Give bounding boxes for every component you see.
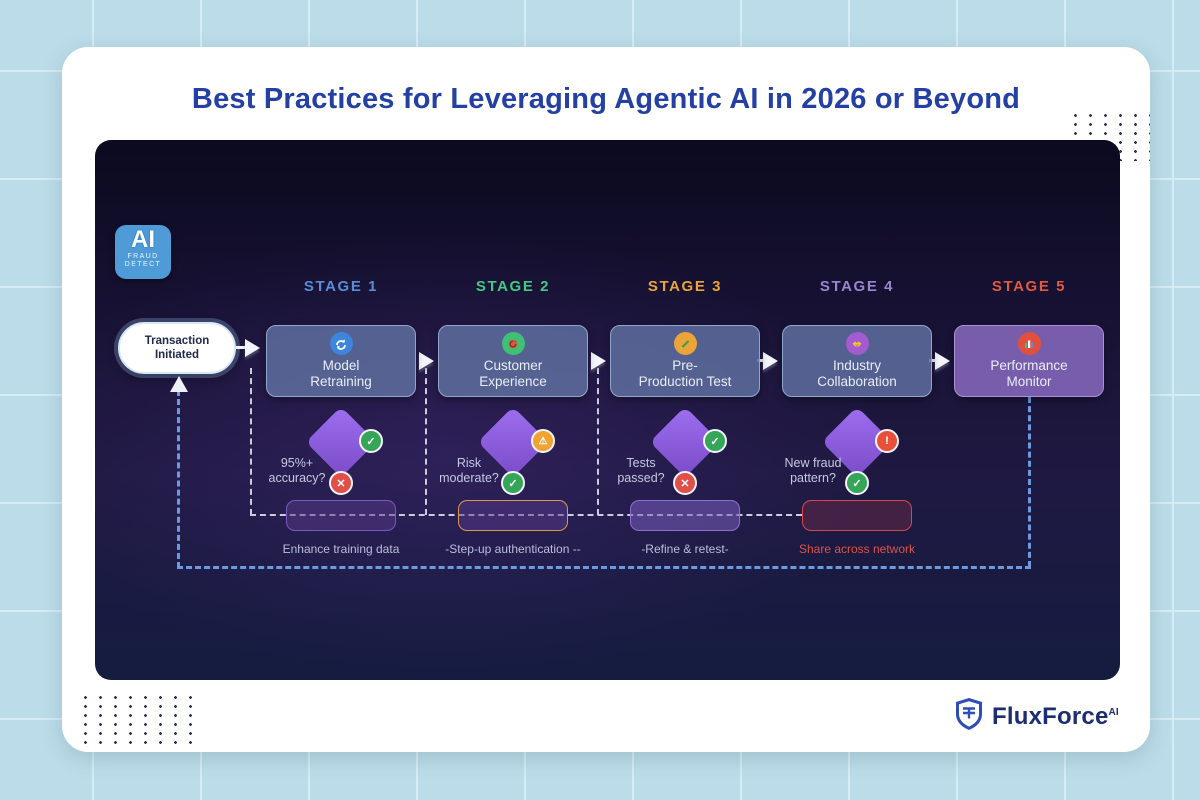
stage2-question-line2: moderate?	[439, 471, 499, 485]
flow-arrow-stem	[757, 359, 767, 362]
stage2-column: STAGE 2 Customer Experience Risk moderat…	[427, 140, 599, 680]
feedback-loop-dash-bottom	[177, 566, 1031, 569]
cross-icon: ✕	[329, 471, 353, 495]
stage2-action-box	[458, 500, 568, 531]
stage1-label: STAGE 1	[303, 278, 379, 295]
stage2-box-line2: Experience	[479, 374, 547, 389]
stage4-question-line2: pattern?	[790, 471, 836, 485]
stage5-label: STAGE 5	[991, 278, 1067, 295]
stage2-action-label: -Step-up authentication --	[445, 542, 581, 556]
dot-pattern-bottom-left	[78, 693, 200, 745]
stage4-label: STAGE 4	[819, 278, 895, 295]
start-node-transaction-initiated: Transaction Initiated	[118, 322, 236, 374]
stage3-action-label: -Refine & retest-	[641, 542, 729, 556]
no-path-dash-vertical-2	[425, 368, 427, 515]
flow-arrow-stem	[929, 359, 939, 362]
stage3-decision-question: Tests passed?	[581, 456, 701, 486]
stage1-box-line2: Retraining	[310, 374, 372, 389]
stage3-question-line2: passed?	[617, 471, 665, 485]
stage1-decision-question: 95%+ accuracy?	[237, 456, 357, 486]
page-title: Best Practices for Leveraging Agentic AI…	[191, 83, 1021, 115]
stage3-question-line1: Tests	[626, 456, 656, 470]
stage3-label: STAGE 3	[647, 278, 723, 295]
stage1-action-box	[286, 500, 396, 531]
flow-arrow-stem	[236, 346, 248, 349]
logo-text: FluxForceAI	[992, 703, 1119, 731]
cross-icon: ✕	[673, 471, 697, 495]
stage1-question-line2: accuracy?	[268, 471, 326, 485]
no-path-dash-vertical-3	[597, 368, 599, 515]
bar-chart-icon	[1017, 332, 1041, 355]
stage2-decision-question: Risk moderate?	[409, 456, 529, 486]
handshake-icon	[845, 332, 869, 355]
logo-ai-suffix: AI	[1108, 706, 1119, 718]
check-icon: ✓	[501, 471, 525, 495]
flow-arrow-start-to-stage1	[245, 339, 260, 357]
stage1-box-model-retraining: Model Retraining	[266, 325, 416, 397]
stage5-box-line2: Monitor	[1006, 374, 1052, 389]
stage4-column: STAGE 4 Industry Collaboration New fraud…	[771, 140, 943, 680]
stage5-column: STAGE 5 Performance Monitor	[943, 140, 1115, 680]
refresh-icon	[329, 332, 353, 355]
start-node-line1: Transaction	[144, 335, 210, 347]
stage4-action-box	[802, 500, 912, 531]
flow-arrow-stage3-to-stage4	[763, 352, 778, 370]
stage3-box-line2: Production Test	[638, 374, 732, 389]
flow-arrow-stage2-to-stage3	[591, 352, 606, 370]
fluxforce-logo: FluxForceAI	[954, 697, 1119, 736]
stage4-box-line2: Collaboration	[817, 374, 897, 389]
stage4-box-line1: Industry	[832, 358, 882, 373]
infographic-card: Best Practices for Leveraging Agentic AI…	[62, 47, 1150, 752]
customer-emoji-icon	[501, 332, 525, 355]
feedback-loop-dash-left	[177, 390, 180, 568]
stage2-box-line1: Customer	[483, 358, 543, 373]
ai-badge-fraud-label: FRAUD	[127, 253, 159, 260]
stage4-box-industry-collaboration: Industry Collaboration	[782, 325, 932, 397]
stage5-box-line1: Performance	[990, 358, 1068, 373]
pencil-icon	[673, 332, 697, 355]
no-path-dash-vertical-1	[250, 368, 252, 515]
stage3-action-box	[630, 500, 740, 531]
start-node-line2: Initiated	[154, 349, 200, 361]
ai-fraud-detect-badge: AI FRAUD DETECT	[115, 225, 171, 279]
stage3-box-line1: Pre-	[672, 358, 698, 373]
check-icon: ✓	[703, 429, 727, 453]
stage1-column: STAGE 1 Model Retraining 95%+ accuracy? …	[255, 140, 427, 680]
flowchart-panel: AI FRAUD DETECT Transaction Initiated ST…	[95, 140, 1120, 680]
stage4-question-line1: New fraud	[784, 456, 842, 470]
ai-badge-detect-label: DETECT	[124, 261, 162, 268]
stage4-action-label: Share across network	[798, 542, 916, 556]
stage5-box-performance-monitor: Performance Monitor	[954, 325, 1104, 397]
stage2-box-customer-experience: Customer Experience	[438, 325, 588, 397]
feedback-loop-dash-right	[1028, 397, 1031, 567]
check-icon: ✓	[845, 471, 869, 495]
stage2-label: STAGE 2	[475, 278, 551, 295]
ai-badge-label: AI	[131, 226, 155, 253]
stage2-question-line1: Risk	[456, 456, 482, 470]
stage1-action-label: Enhance training data	[282, 542, 400, 556]
logo-name-text: FluxForce	[992, 702, 1109, 730]
warning-icon: ⚠	[531, 429, 555, 453]
feedback-loop-arrowhead	[170, 376, 188, 392]
stage1-question-line1: 95%+	[280, 456, 314, 470]
alert-icon: !	[875, 429, 899, 453]
flow-arrow-stage4-to-stage5	[935, 352, 950, 370]
stage1-box-line1: Model	[322, 358, 360, 373]
stage3-box-pre-production-test: Pre- Production Test	[610, 325, 760, 397]
stage3-column: STAGE 3 Pre- Production Test Tests passe…	[599, 140, 771, 680]
stage4-decision-question: New fraud pattern?	[753, 456, 873, 486]
shield-icon	[954, 697, 984, 736]
flow-arrow-stage1-to-stage2	[419, 352, 434, 370]
check-icon: ✓	[359, 429, 383, 453]
